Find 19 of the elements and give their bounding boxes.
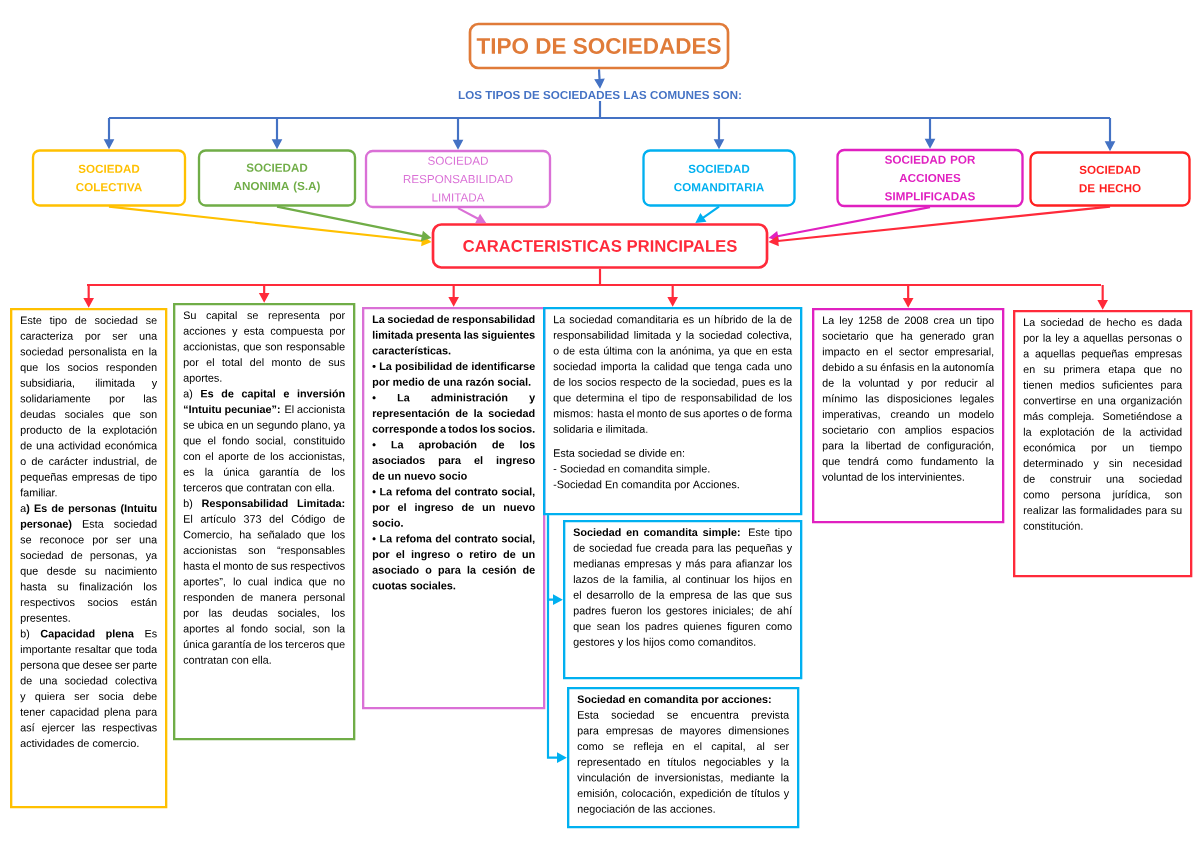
title-box: TIPO DE SOCIEDADES xyxy=(468,22,730,70)
connector-trunk xyxy=(107,100,1112,120)
connector-trunk xyxy=(85,267,1103,287)
type-box: SOCIEDAD COMANDITARIA xyxy=(642,149,796,207)
description-box: La sociedad comanditaria es un híbrido de la de responsabilidad limitada y la sociedad colectiva, o de esta última con la anónima, ya que en esta sociedad importa la calidad que tenga cada uno de los socios respecto de la sociedad, pues es la que determina el tipo de responsabilidad de los mismos: hasta el monto de sus aportes o de forma solidaria e ilimitada. Esta sociedad se divide en: - Sociedad en comandita simple. -Sociedad En comandita por Acciones. xyxy=(543,307,803,516)
description-box: La sociedad de responsabilidad limitada presenta las siguientes características. • La posibilidad de identificarse por medio de una razón social. • La administración y representación de la sociedad corresponde a todos los socios. • La aprobación de los asociados para el ingreso de un nuevo socio • La refoma del contrato social, por el ingreso de un nuevo socio. • La refoma del contrato social, por el ingreso o retiro de un asociado o para la cesión de cuotas sociales. xyxy=(362,307,546,710)
type-box: SOCIEDAD ANONIMA (S.A) xyxy=(197,149,357,207)
description-box: Su capital se representa por acciones y esta compuesta por accionistas, que son responsable por el total del monto de sus aportes. a) Es de capital e inversión “Intuitu pecuniae”: El accionista se ubica en un segundo plano, ya que el fondo social, constituido con el aporte de los accionistas, es la única garantía de los terceros que contratan con ella. b) Responsabilidad Limitada: El artículo 373 del Código de Comercio, ha señalado que los accionistas son “responsables hasta el monto de sus respectivos aportes”, lo cual indica que no responden de manera personal por las deudas sociales, los aportes al fondo social, son la única garantía de los terceros que contratan con ella. xyxy=(173,303,356,741)
description-box: Este tipo de sociedad se caracteriza por ser una sociedad personalista en la que los socios responden subsidiaria, ilimitada y solidariamente por las deudas sociales que son producto de la explotación de una actividad económica o de carácter industrial, de pequeñas empresas de tipo familiar. a) Es de personas (Intuitu personae) Esta sociedad se reconoce por ser una sociedad de personas, ya que desde su nacimiento hasta su finalización los respectivos socios están presentes. b) Capacidad plena Es importante resaltar que toda persona que desee ser parte de una sociedad colectiva y quiera ser socia debe tener capacidad plena para así ejercer las respectivas actividades de comercio. xyxy=(10,308,168,809)
type-box: SOCIEDAD RESPONSABILIDAD LIMITADA xyxy=(364,149,552,209)
subtitle-text: LOS TIPOS DE SOCIEDADES LAS COMUNES SON: xyxy=(458,90,741,100)
description-box: Sociedad en comandita simple: Este tipo de sociedad fue creada para las pequeñas y medianas empresas y más para afianzar los lazos de la familia, al continuar los hijos en el desarrollo de la empresa de las que sus padres fueron los gestores iniciales; de ahí que sean los padres quienes figuren como gestores y los hijos como comanditos. xyxy=(563,520,803,680)
type-box: SOCIEDAD POR ACCIONES SIMPLIFICADAS xyxy=(836,148,1024,208)
description-box: La ley 1258 de 2008 crea un tipo societario que ha generado gran impacto en el sector empresarial, debido a su énfasis en la autonomía de la voluntad y por reducir al mínimo las disposiciones legales imperativas, creando un modelo societario con amplios espacios para la libertad de configuración, que tendrá como fundamento la voluntad de los intervinientes. xyxy=(812,308,1005,524)
type-box: SOCIEDAD COLECTIVA xyxy=(31,149,187,207)
type-box: SOCIEDAD DE HECHO xyxy=(1029,151,1191,207)
description-box: Sociedad en comandita por acciones: Esta sociedad se encuentra prevista para empresas de mayores dimensiones como se refleja en el capital, al ser representado en títulos negociables y la vinculación de inversionistas, mediante la emisión, colocación, expedición de títulos y negociación de las acciones. xyxy=(567,687,800,829)
heading-box: CARACTERISTICAS PRINCIPALES xyxy=(431,223,769,269)
description-box: La sociedad de hecho es dada por la ley a aquellas personas o a aquellas pequeñas empresas en su primera etapa que no tienen medios suficientes para convertirse en una organización más compleja. Sometiéndose a la explotación de la actividad económica por un tiempo determinado y sin necesidad de construir una sociedad como persona jurídica, son realizar las formalidades para su constitución. xyxy=(1013,310,1193,578)
